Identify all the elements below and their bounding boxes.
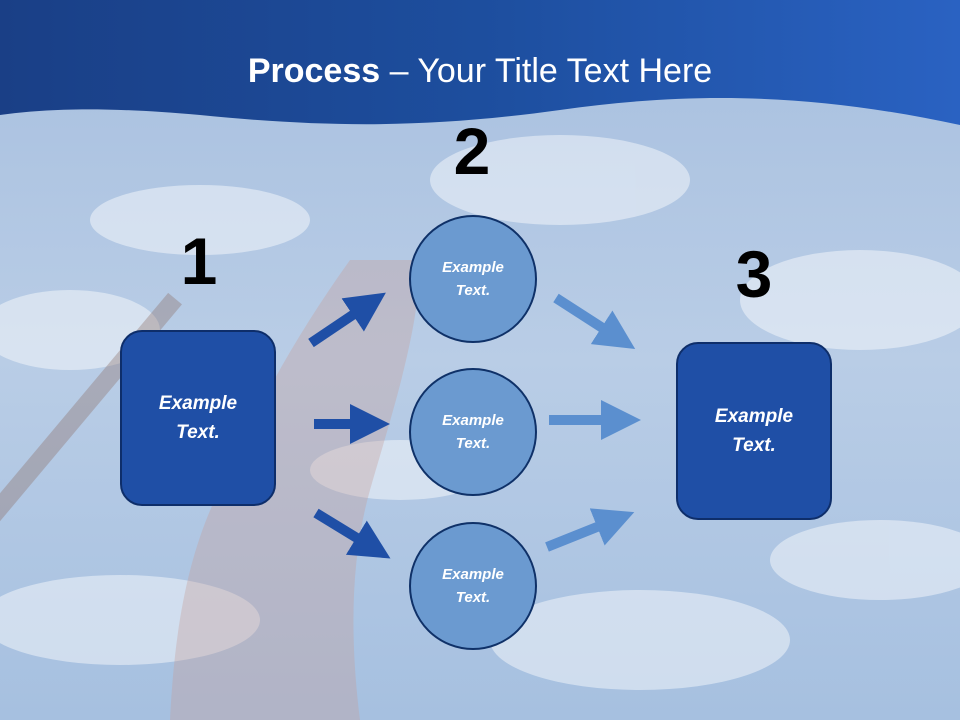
left-process-box[interactable]: Example Text. — [120, 330, 276, 506]
arrow-bottom-to-right — [545, 508, 635, 552]
step-number-3: 3 — [735, 237, 773, 311]
circle-top[interactable]: Example Text. — [409, 215, 537, 343]
arrow-top-to-right — [553, 293, 636, 349]
title-bold: Process — [247, 52, 381, 90]
circle-top-label: Example Text. — [442, 259, 504, 299]
arrow-left-to-top — [308, 292, 386, 348]
step-number-1: 1 — [180, 224, 218, 298]
slide-title: Process – Your Title Text Here — [0, 52, 960, 91]
circle-middle-label: Example Text. — [442, 412, 504, 452]
step-number-2: 2 — [453, 114, 491, 188]
title-rest: – Your Title Text Here — [380, 52, 713, 90]
right-process-box[interactable]: Example Text. — [676, 342, 832, 520]
right-box-label: Example Text. — [714, 406, 794, 456]
circle-bottom[interactable]: Example Text. — [409, 522, 537, 650]
circle-middle[interactable]: Example Text. — [409, 368, 537, 496]
left-box-label: Example Text. — [158, 393, 238, 443]
circle-bottom-label: Example Text. — [442, 566, 504, 606]
arrow-left-to-bottom — [313, 508, 391, 559]
